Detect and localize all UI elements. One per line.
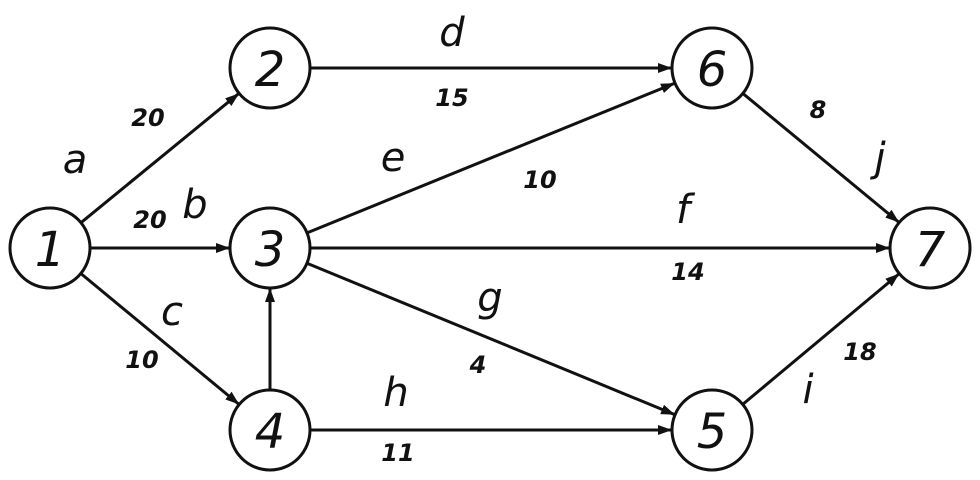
edge-j-letter: j xyxy=(869,135,886,181)
edge-c-arrow xyxy=(79,272,240,406)
edge-f-weight: 14 xyxy=(671,258,704,286)
edge-i-weight: 18 xyxy=(843,338,876,366)
node-6-label: 6 xyxy=(697,42,728,98)
edge-e-arrow xyxy=(306,82,675,235)
node-7-circle xyxy=(888,206,972,290)
node-4: 4 xyxy=(228,388,312,472)
node-1: 1 xyxy=(8,206,92,290)
edge-c-weight: 10 xyxy=(125,346,158,374)
edge-h-letter: h xyxy=(383,370,408,416)
node-2: 2 xyxy=(228,26,312,110)
node-6: 6 xyxy=(670,26,754,110)
edge-g-weight: 4 xyxy=(469,351,487,379)
edge-a-letter: a xyxy=(63,137,88,183)
edge-i-arrow xyxy=(741,273,900,406)
edge-g-letter: g xyxy=(477,275,502,321)
edge-a-weight: 20 xyxy=(131,104,164,132)
node-5: 5 xyxy=(670,388,754,472)
edge-c-letter: c xyxy=(161,289,183,335)
node-6-circle xyxy=(670,26,754,110)
node-3: 3 xyxy=(228,206,312,290)
nodes-layer: 1 2 3 4 5 6 7 xyxy=(8,26,972,472)
edge-h-weight: 11 xyxy=(381,439,414,467)
edge-b-letter: b xyxy=(182,182,207,228)
edge-f-letter: f xyxy=(676,187,696,233)
edge-i-letter: i xyxy=(802,367,813,413)
edge-d-letter: d xyxy=(439,10,465,56)
edge-b-weight: 20 xyxy=(133,206,166,234)
edge-e-letter: e xyxy=(381,135,406,181)
node-3-circle xyxy=(228,206,312,290)
node-7: 7 xyxy=(888,206,972,290)
edges-layer xyxy=(79,63,900,435)
node-2-circle xyxy=(228,26,312,110)
edge-a-arrow xyxy=(80,92,240,224)
edge-g-arrow xyxy=(306,261,676,416)
edge-e-weight: 10 xyxy=(523,166,556,194)
node-5-label: 5 xyxy=(697,404,728,460)
node-5-circle xyxy=(670,388,754,472)
edge-d-weight: 15 xyxy=(435,84,468,112)
node-3-label: 3 xyxy=(255,222,286,278)
node-1-circle xyxy=(8,206,92,290)
node-1-label: 1 xyxy=(35,222,66,278)
node-7-label: 7 xyxy=(915,222,946,278)
edge-j-arrow xyxy=(741,92,900,224)
node-4-circle xyxy=(228,388,312,472)
node-4-label: 4 xyxy=(255,404,286,460)
edge-j-weight: 8 xyxy=(810,96,827,124)
node-2-label: 2 xyxy=(255,42,286,98)
